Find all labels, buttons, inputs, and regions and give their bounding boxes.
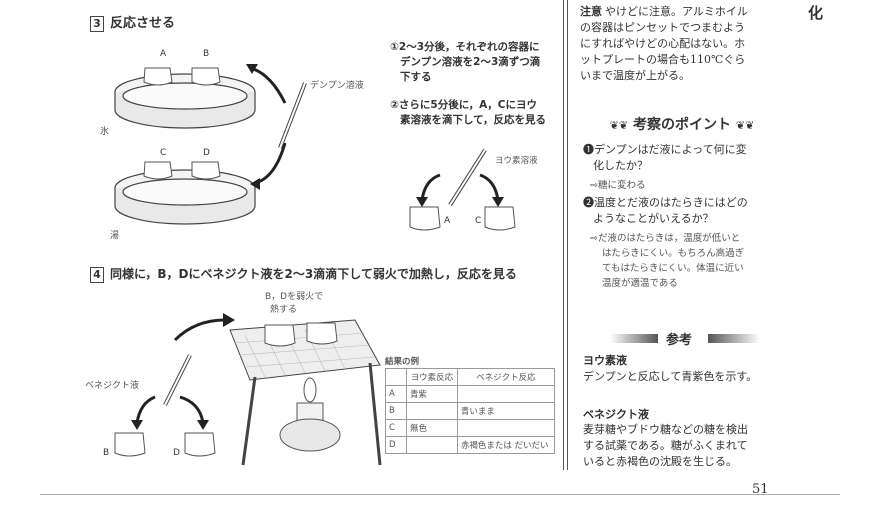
- table-row: C 無色: [385, 419, 556, 437]
- results-header-row: ヨウ素反応 ベネジクト反応: [385, 368, 556, 386]
- cup-b-bottom: [114, 432, 146, 457]
- question-1: ❶デンプンはだ液によって何に変 化したか？: [583, 143, 747, 172]
- cup-d: [191, 161, 221, 180]
- results-caption: 結果の例: [385, 357, 420, 367]
- leaf-icon-left: ❦❦: [609, 119, 629, 132]
- table-row: B 青いまま: [385, 402, 556, 420]
- label-a-top: A: [160, 49, 167, 59]
- cup-b: [191, 67, 221, 86]
- page-bottom-rule: [40, 494, 840, 495]
- cup-a: [143, 67, 173, 86]
- label-c-iodine: C: [475, 216, 481, 226]
- step3-number: 3: [90, 16, 104, 32]
- page-number: 51: [752, 482, 769, 497]
- ref1-text: デンプンと反応して青紫色を示す。: [583, 370, 758, 383]
- label-hot-water: 湯: [110, 230, 119, 241]
- cup-c-iodine: [484, 206, 516, 231]
- burner-flame: [303, 377, 317, 403]
- label-b-bottom: B: [103, 448, 109, 458]
- key-points-heading: ❦❦ 考察のポイント ❦❦: [582, 114, 782, 134]
- cup-b-gauze: [264, 324, 296, 347]
- cup-d-gauze: [306, 322, 338, 345]
- table-row: A 青紫: [385, 385, 556, 403]
- label-a-iodine: A: [444, 216, 451, 226]
- arrow-to-bottom-dish: [254, 142, 287, 185]
- cup-a-iodine: [409, 206, 441, 231]
- label-heat-2: 熱する: [270, 303, 297, 315]
- step4-illustration: B，Dを弱火で 熱する ベネジクト液 B D: [85, 291, 382, 466]
- ice-dish: [114, 73, 256, 129]
- key-points-title: 考察のポイント: [633, 117, 731, 133]
- cup-d-bottom: [184, 432, 216, 457]
- table-row: D 赤褐色または だいだい: [385, 436, 556, 454]
- column-divider: [563, 0, 568, 470]
- label-iodine: ヨウ素溶液: [495, 155, 538, 166]
- label-b-top: B: [203, 49, 209, 59]
- step3-instruction-1: ①2〜3分後，それぞれの容器に デンプン溶液を2〜3滴ずつ滴 下する: [390, 41, 541, 83]
- leaf-icon-right: ❦❦: [735, 119, 755, 132]
- cup-c: [143, 161, 173, 180]
- note-box: 注意やけどに注意。アルミホイル の容器はピンセットでつまむよう にすればやけどの…: [580, 5, 748, 82]
- question-2: ❷温度とだ液のはたらきにはどの ようなことがいえるか？: [583, 196, 748, 225]
- results-table: ヨウ素反応 ベネジクト反応 A 青紫 B 青いまま C 無色 D 赤褐色または …: [385, 368, 556, 454]
- iodine-illustration: ヨウ素溶液 A C: [409, 148, 538, 231]
- reference-title: 参考: [666, 333, 693, 348]
- label-d-top: D: [203, 148, 210, 158]
- label-heat-1: B，Dを弱火で: [265, 291, 323, 302]
- label-ice: 氷: [100, 125, 109, 137]
- hot-water-dish: [114, 169, 256, 225]
- note-label: 注意: [580, 5, 602, 18]
- step3-illustration: A B 氷 C D 湯 デンプン溶液: [100, 49, 364, 241]
- tripod-leg-2: [368, 362, 382, 466]
- ref2-heading: ベネジクト液: [583, 408, 649, 421]
- corner-mark: 化: [808, 4, 824, 22]
- label-d-bottom: D: [173, 448, 180, 458]
- banner-bar-left: [610, 334, 658, 343]
- label-benedict: ベネジクト液: [85, 379, 139, 391]
- step3-heading: 3 反応させる: [90, 12, 175, 32]
- step4-title: 同様に，B，Dにベネジクト液を2〜3滴滴下して弱火で加熱し，反応を見る: [110, 267, 517, 281]
- step4-number: 4: [90, 267, 104, 283]
- step4-heading: 4 同様に，B，Dにベネジクト液を2〜3滴滴下して弱火で加熱し，反応を見る: [90, 265, 517, 283]
- banner-bar-right: [708, 334, 760, 343]
- step3-title: 反応させる: [110, 16, 176, 31]
- tripod-leg-1: [241, 376, 257, 466]
- step3-instruction-2: ②さらに5分後に，A，Cにヨウ 素溶液を滴下して，反応を見る: [390, 99, 546, 126]
- answer-2: ⇨だ液のはたらきは，温度が低いと はたらきにくい。もちろん高過ぎ てもはたらきに…: [590, 233, 745, 289]
- reference-banner: 参考: [610, 330, 760, 348]
- label-c-top: C: [160, 148, 166, 158]
- ref1-heading: ヨウ素液: [583, 354, 627, 367]
- label-starch: デンプン溶液: [310, 79, 364, 91]
- answer-1: ⇨糖に変わる: [590, 180, 646, 191]
- ref2-text: 麦芽糖やブドウ糖などの糖を検出 する試薬である。糖がふくまれて いると赤褐色の沈…: [583, 423, 748, 468]
